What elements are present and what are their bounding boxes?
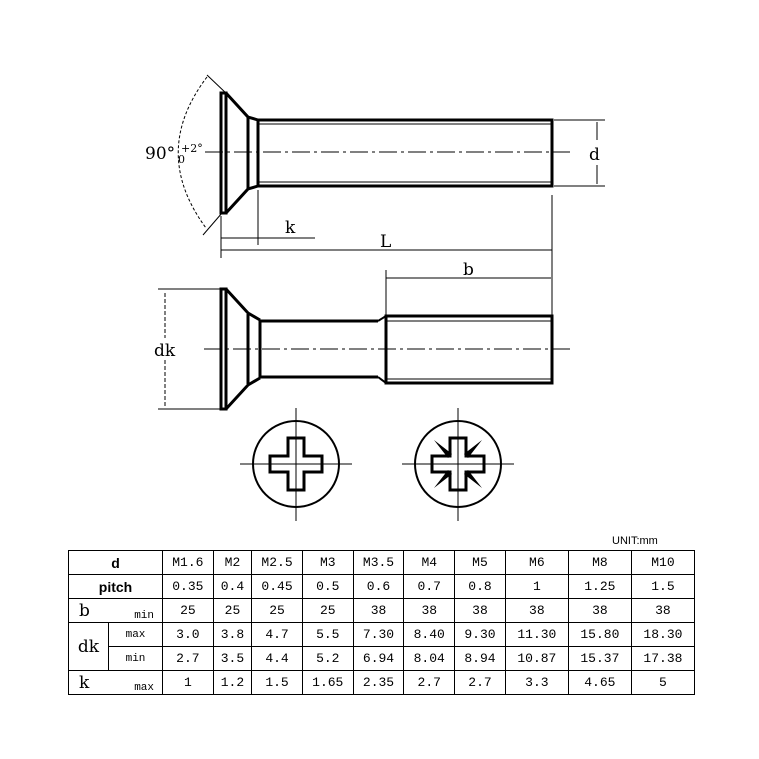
pitch-cell: 0.4 [212, 574, 253, 599]
pitch-cell: 1.25 [567, 574, 632, 599]
angle-upper-tolerance: +2° [181, 142, 203, 155]
dk-max-cell: 3.0 [162, 622, 214, 647]
pitch-cell: 0.6 [352, 574, 405, 599]
dk-max-label: max [108, 622, 163, 647]
k-cell: 1.65 [301, 670, 354, 695]
screw-drawing: 90° +2° 0 d k L b dk [145, 74, 605, 521]
dk-min-cell: 6.94 [352, 646, 405, 671]
k-max-label: max [108, 670, 163, 695]
b-min-label: min [108, 598, 163, 623]
unit-label: UNIT:mm [612, 535, 658, 547]
k-cell: 2.7 [454, 670, 506, 695]
dk-min-cell: 3.5 [212, 646, 253, 671]
angle-lower-tolerance: 0 [178, 153, 185, 166]
angle-label: 90° [145, 144, 175, 164]
size-cell: M10 [630, 550, 696, 575]
size-cell: M3.5 [352, 550, 405, 575]
k-label: k [285, 218, 296, 238]
size-cell: M2.5 [251, 550, 303, 575]
b-cell: 38 [504, 598, 569, 623]
dk-max-cell: 18.30 [630, 622, 696, 647]
dk-max-cell: 7.30 [352, 622, 405, 647]
dk-max-cell: 15.80 [567, 622, 632, 647]
pitch-header: pitch [68, 574, 163, 599]
dk-max-cell: 8.40 [403, 622, 456, 647]
dk-min-label: min [108, 646, 163, 671]
pozidriv-head-view [402, 408, 514, 521]
d-header: d [68, 550, 163, 575]
k-header: k [68, 670, 109, 695]
k-cell: 1.2 [212, 670, 253, 695]
b-cell: 38 [454, 598, 506, 623]
pitch-cell: 1 [504, 574, 569, 599]
dk-min-cell: 4.4 [251, 646, 303, 671]
pitch-cell: 0.45 [251, 574, 303, 599]
k-cell: 4.65 [567, 670, 632, 695]
phillips-head-view [240, 408, 352, 521]
L-label: L [380, 232, 391, 252]
d-label: d [589, 145, 600, 165]
size-cell: M8 [567, 550, 632, 575]
b-header: b [68, 598, 109, 623]
b-label: b [463, 260, 474, 280]
b-cell: 38 [567, 598, 632, 623]
dk-max-cell: 9.30 [454, 622, 506, 647]
size-cell: M4 [403, 550, 456, 575]
dk-min-cell: 8.04 [403, 646, 456, 671]
pitch-cell: 0.5 [301, 574, 354, 599]
k-cell: 1.5 [251, 670, 303, 695]
b-cell: 25 [301, 598, 354, 623]
partially-threaded-screw [158, 255, 570, 411]
size-cell: M2 [212, 550, 253, 575]
dk-min-cell: 8.94 [454, 646, 506, 671]
pitch-cell: 0.8 [454, 574, 506, 599]
dk-min-cell: 15.37 [567, 646, 632, 671]
k-cell: 3.3 [504, 670, 569, 695]
dk-min-cell: 5.2 [301, 646, 354, 671]
side-view-screw [177, 74, 605, 258]
k-cell: 1 [162, 670, 214, 695]
pitch-cell: 0.35 [162, 574, 214, 599]
pitch-cell: 0.7 [403, 574, 456, 599]
dk-min-cell: 10.87 [504, 646, 569, 671]
size-cell: M6 [504, 550, 569, 575]
dk-min-cell: 17.38 [630, 646, 696, 671]
dk-max-cell: 5.5 [301, 622, 354, 647]
dk-header: dk [68, 622, 109, 671]
k-cell: 2.35 [352, 670, 405, 695]
b-cell: 38 [352, 598, 405, 623]
b-cell: 25 [251, 598, 303, 623]
dk-max-cell: 4.7 [251, 622, 303, 647]
size-cell: M1.6 [162, 550, 214, 575]
k-cell: 5 [630, 670, 696, 695]
pitch-cell: 1.5 [630, 574, 696, 599]
b-cell: 38 [403, 598, 456, 623]
dk-label: dk [154, 341, 176, 361]
dk-max-cell: 11.30 [504, 622, 569, 647]
k-cell: 2.7 [403, 670, 456, 695]
size-cell: M5 [454, 550, 506, 575]
dk-max-cell: 3.8 [212, 622, 253, 647]
dk-min-cell: 2.7 [162, 646, 214, 671]
b-cell: 25 [162, 598, 214, 623]
b-cell: 38 [630, 598, 696, 623]
size-cell: M3 [301, 550, 354, 575]
b-cell: 25 [212, 598, 253, 623]
